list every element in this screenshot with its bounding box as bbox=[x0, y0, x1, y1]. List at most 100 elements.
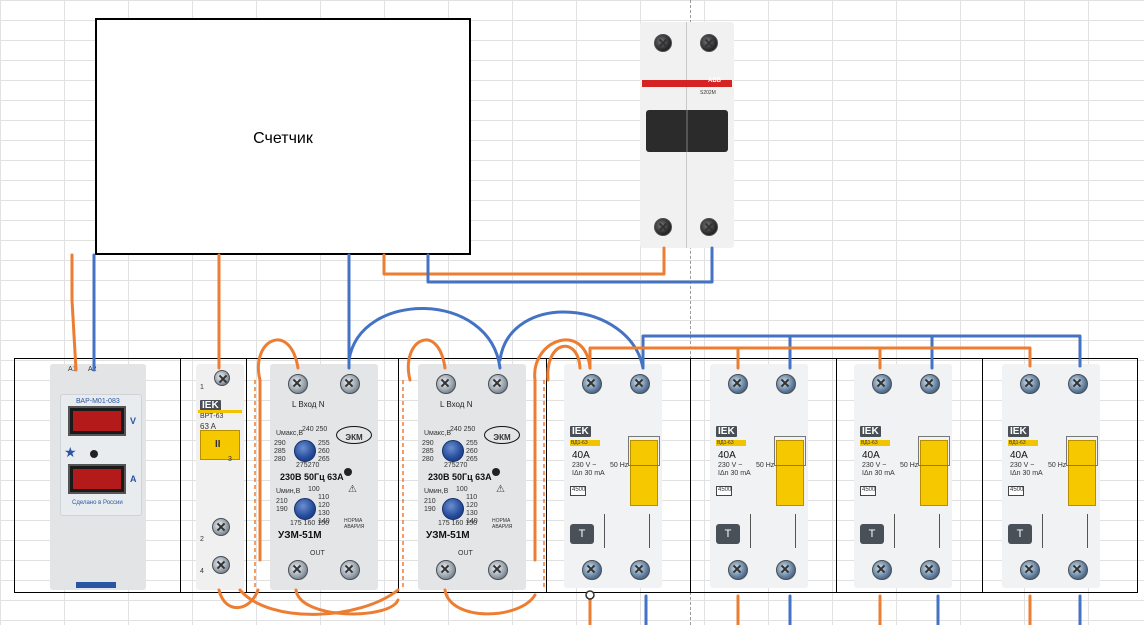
relay-in-l-screw[interactable] bbox=[288, 374, 308, 394]
rcd-capacity-box: 4500 bbox=[570, 486, 586, 496]
breaker-bottom-left-screw[interactable] bbox=[654, 218, 672, 236]
rcd-freq: 50 Hz bbox=[610, 462, 629, 469]
rcd-leakage: IΔn 30 mA bbox=[718, 470, 751, 477]
rcd-handle[interactable] bbox=[630, 440, 658, 506]
umin-scale-bottom: 175 160 150 bbox=[438, 520, 477, 527]
rcd-current: 40A bbox=[718, 450, 736, 461]
panel-divider bbox=[180, 358, 181, 593]
rcd-top-l-screw[interactable] bbox=[1020, 374, 1040, 394]
voltmeter-model: ВАР-М01-083 bbox=[76, 398, 120, 405]
rcd-top-n-screw[interactable] bbox=[630, 374, 650, 394]
meter-box[interactable]: Счетчик bbox=[95, 18, 471, 255]
rcd-test-button[interactable]: T bbox=[1008, 524, 1032, 544]
rcd-circuit-diagram bbox=[750, 514, 796, 548]
rcd-top-n-screw[interactable] bbox=[776, 374, 796, 394]
rcd-device[interactable]: IEK ВД1-63 40A 230 V ~ 50 Hz IΔn 30 mA 4… bbox=[854, 364, 952, 588]
relay-model: УЗМ-51М bbox=[426, 530, 470, 541]
phase-wire bbox=[533, 338, 592, 562]
umax-knob[interactable] bbox=[442, 440, 464, 462]
sd-bottom-screw-a[interactable] bbox=[212, 518, 230, 536]
rcd-model-band bbox=[570, 440, 600, 446]
rcd-top-n-screw[interactable] bbox=[920, 374, 940, 394]
rcd-handle[interactable] bbox=[920, 440, 948, 506]
relay-out-l-screw[interactable] bbox=[288, 560, 308, 580]
din-panel bbox=[14, 358, 1138, 593]
rcd-device[interactable]: IEK ВД1-63 40A 230 V ~ 50 Hz IΔn 30 mA 4… bbox=[564, 364, 662, 588]
umax-scale-bottom: 275270 bbox=[296, 462, 320, 469]
sd-rating: 63 A bbox=[200, 422, 217, 431]
rcd-circuit-diagram bbox=[1042, 514, 1088, 548]
breaker-top-right-screw[interactable] bbox=[700, 34, 718, 52]
breaker-top-left-screw[interactable] bbox=[654, 34, 672, 52]
umax-scale-top: 240 250 bbox=[302, 426, 328, 433]
rcd-test-button[interactable]: T bbox=[570, 524, 594, 544]
rcd-bottom-l-screw[interactable] bbox=[728, 560, 748, 580]
rcd-voltage: 230 V ~ bbox=[1010, 462, 1035, 469]
relay-rating: 230В 50Гц 63А bbox=[280, 472, 344, 482]
relay-in-n-screw[interactable] bbox=[340, 374, 360, 394]
umin-label: Uмин,В bbox=[424, 488, 449, 495]
umin-knob[interactable] bbox=[442, 498, 464, 520]
rcd-handle[interactable] bbox=[776, 440, 804, 506]
sd-handle-mark: II bbox=[215, 439, 221, 450]
relay-out-n-screw[interactable] bbox=[488, 560, 508, 580]
rcd-model-band bbox=[716, 440, 746, 446]
breaker-bottom-right-screw[interactable] bbox=[700, 218, 718, 236]
umax-scale-top: 240 250 bbox=[450, 426, 476, 433]
rcd-output-node bbox=[585, 590, 595, 600]
sd-bottom-screw-b[interactable] bbox=[212, 556, 230, 574]
rcd-bottom-l-screw[interactable] bbox=[872, 560, 892, 580]
volt-ammeter[interactable]: A1 A2 ВАР-М01-083 V ★ A Сделано в России bbox=[50, 364, 146, 590]
neutral-wire bbox=[644, 594, 1082, 625]
relay-rating: 230В 50Гц 63А bbox=[428, 472, 492, 482]
rcd-bottom-n-screw[interactable] bbox=[1068, 560, 1088, 580]
rcd-device[interactable]: IEK ВД1-63 40A 230 V ~ 50 Hz IΔn 30 mA 4… bbox=[1002, 364, 1100, 588]
rcd-test-button[interactable]: T bbox=[860, 524, 884, 544]
terminal-4-label: 4 bbox=[200, 568, 204, 575]
rcd-top-l-screw[interactable] bbox=[728, 374, 748, 394]
umin-knob[interactable] bbox=[294, 498, 316, 520]
umax-knob[interactable] bbox=[294, 440, 316, 462]
rcd-handle-window bbox=[1066, 436, 1098, 466]
main-breaker[interactable]: ABB S202M bbox=[640, 22, 734, 248]
rcd-device[interactable]: IEK ВД1-63 40A 230 V ~ 50 Hz IΔn 30 mA 4… bbox=[710, 364, 808, 588]
rcd-top-l-screw[interactable] bbox=[872, 374, 892, 394]
relay-in-n-screw[interactable] bbox=[488, 374, 508, 394]
phase-wire bbox=[217, 588, 260, 610]
sd-brand: IEK bbox=[200, 400, 221, 411]
switch-disconnector[interactable]: 1 IEK ВРТ-63 63 A II 3 2 4 bbox=[196, 364, 244, 590]
relay-normal: НОРМА bbox=[344, 518, 363, 524]
rcd-top-l-screw[interactable] bbox=[582, 374, 602, 394]
rcd-current: 40A bbox=[1010, 450, 1028, 461]
rcd-bottom-n-screw[interactable] bbox=[920, 560, 940, 580]
rcd-capacity-box: 4500 bbox=[860, 486, 876, 496]
breaker-handle[interactable] bbox=[646, 110, 728, 152]
rcd-top-n-screw[interactable] bbox=[1068, 374, 1088, 394]
sd-top-screw[interactable] bbox=[214, 370, 230, 386]
relay-out-n-screw[interactable] bbox=[340, 560, 360, 580]
rcd-bottom-l-screw[interactable] bbox=[582, 560, 602, 580]
relay-out-label: OUT bbox=[310, 550, 325, 557]
relay-in-l-screw[interactable] bbox=[436, 374, 456, 394]
neutral-wire bbox=[347, 307, 502, 370]
rcd-handle[interactable] bbox=[1068, 440, 1096, 506]
rcd-capacity-box: 4500 bbox=[716, 486, 732, 496]
made-in-label: Сделано в России bbox=[72, 500, 123, 506]
rcd-bottom-n-screw[interactable] bbox=[630, 560, 650, 580]
relay-out-l-screw[interactable] bbox=[436, 560, 456, 580]
phase-wire bbox=[382, 246, 666, 276]
rcd-model-band bbox=[860, 440, 890, 446]
rcd-bottom-n-screw[interactable] bbox=[776, 560, 796, 580]
rcd-capacity-box: 4500 bbox=[1008, 486, 1024, 496]
rcd-bottom-l-screw[interactable] bbox=[1020, 560, 1040, 580]
rcd-test-button[interactable]: T bbox=[716, 524, 740, 544]
sd-handle[interactable]: II bbox=[200, 430, 240, 460]
relay-indicator bbox=[492, 468, 500, 476]
rcd-freq: 50 Hz bbox=[756, 462, 775, 469]
